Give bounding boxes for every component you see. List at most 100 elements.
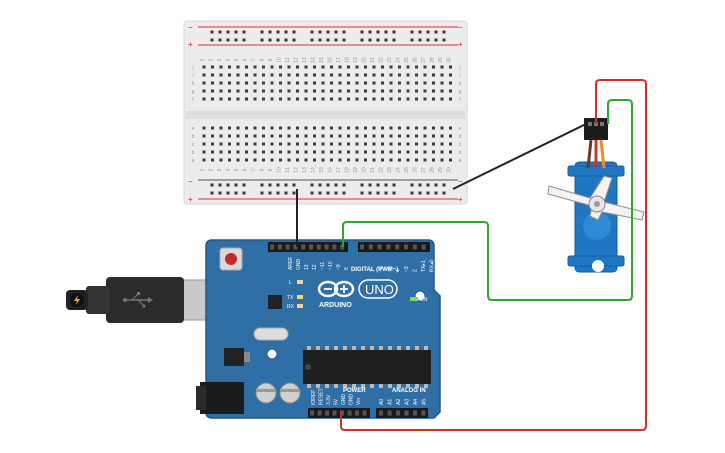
terminal-hole[interactable] bbox=[211, 126, 214, 130]
terminal-hole[interactable] bbox=[253, 158, 257, 162]
terminal-hole[interactable] bbox=[211, 65, 214, 69]
rail-hole[interactable] bbox=[318, 38, 322, 42]
terminal-hole[interactable] bbox=[287, 158, 291, 162]
terminal-hole[interactable] bbox=[347, 150, 350, 154]
rail-hole[interactable] bbox=[318, 191, 322, 195]
terminal-hole[interactable] bbox=[355, 134, 359, 138]
terminal-hole[interactable] bbox=[313, 158, 316, 162]
terminal-hole[interactable] bbox=[211, 97, 214, 101]
terminal-hole[interactable] bbox=[202, 81, 206, 85]
terminal-hole[interactable] bbox=[406, 89, 410, 93]
terminal-hole[interactable] bbox=[338, 150, 342, 154]
terminal-hole[interactable] bbox=[202, 65, 206, 69]
terminal-hole[interactable] bbox=[381, 142, 384, 146]
terminal-hole[interactable] bbox=[253, 73, 257, 77]
terminal-hole[interactable] bbox=[296, 126, 299, 130]
terminal-hole[interactable] bbox=[304, 134, 308, 138]
terminal-hole[interactable] bbox=[355, 158, 359, 162]
top-rail-holes[interactable] bbox=[210, 30, 446, 42]
terminal-hole[interactable] bbox=[423, 134, 427, 138]
rail-hole[interactable] bbox=[376, 30, 380, 34]
terminal-hole[interactable] bbox=[321, 150, 325, 154]
terminal-hole[interactable] bbox=[236, 73, 240, 77]
terminal-hole[interactable] bbox=[253, 126, 257, 130]
terminal-hole[interactable] bbox=[304, 65, 308, 69]
terminal-hole[interactable] bbox=[381, 65, 384, 69]
terminal-hole[interactable] bbox=[347, 73, 350, 77]
terminal-hole[interactable] bbox=[296, 150, 299, 154]
terminal-hole[interactable] bbox=[219, 150, 223, 154]
terminal-hole[interactable] bbox=[347, 65, 350, 69]
terminal-hole[interactable] bbox=[262, 150, 265, 154]
terminal-hole[interactable] bbox=[330, 81, 333, 85]
terminal-hole[interactable] bbox=[330, 73, 333, 77]
header-pin-hole[interactable] bbox=[325, 410, 329, 416]
terminal-hole[interactable] bbox=[304, 97, 308, 101]
header-pin-hole[interactable] bbox=[277, 244, 282, 250]
terminal-hole[interactable] bbox=[449, 89, 452, 93]
rail-hole[interactable] bbox=[260, 38, 264, 42]
header-pin-hole[interactable] bbox=[332, 244, 337, 250]
terminal-hole[interactable] bbox=[364, 81, 367, 85]
terminal-hole[interactable] bbox=[389, 89, 393, 93]
rail-hole[interactable] bbox=[284, 38, 288, 42]
terminal-hole[interactable] bbox=[381, 73, 384, 77]
terminal-hole[interactable] bbox=[449, 134, 452, 138]
terminal-hole[interactable] bbox=[440, 158, 444, 162]
rail-hole[interactable] bbox=[334, 183, 338, 187]
terminal-hole[interactable] bbox=[211, 81, 214, 85]
terminal-hole[interactable] bbox=[330, 65, 333, 69]
rail-hole[interactable] bbox=[284, 183, 288, 187]
header-pin-hole[interactable] bbox=[412, 244, 417, 250]
power-header[interactable] bbox=[308, 408, 370, 418]
terminal-hole[interactable] bbox=[262, 126, 265, 130]
rail-hole[interactable] bbox=[284, 30, 288, 34]
terminal-hole[interactable] bbox=[270, 134, 274, 138]
header-pin-hole[interactable] bbox=[386, 244, 391, 250]
rail-hole[interactable] bbox=[310, 183, 314, 187]
rail-hole[interactable] bbox=[242, 191, 246, 195]
terminal-hole[interactable] bbox=[440, 126, 444, 130]
rail-hole[interactable] bbox=[242, 30, 246, 34]
terminal-hole[interactable] bbox=[245, 150, 248, 154]
terminal-hole[interactable] bbox=[279, 97, 282, 101]
header-pin-hole[interactable] bbox=[368, 244, 373, 250]
terminal-hole[interactable] bbox=[432, 73, 435, 77]
terminal-hole[interactable] bbox=[449, 65, 452, 69]
terminal-hole[interactable] bbox=[245, 81, 248, 85]
terminal-hole[interactable] bbox=[423, 126, 427, 130]
terminal-hole[interactable] bbox=[321, 73, 325, 77]
terminal-hole[interactable] bbox=[270, 150, 274, 154]
rail-hole[interactable] bbox=[376, 38, 380, 42]
rail-hole[interactable] bbox=[376, 183, 380, 187]
terminal-hole[interactable] bbox=[253, 142, 257, 146]
terminal-hole[interactable] bbox=[372, 65, 376, 69]
terminal-hole[interactable] bbox=[440, 65, 444, 69]
terminal-hole[interactable] bbox=[398, 150, 401, 154]
terminal-hole[interactable] bbox=[270, 142, 274, 146]
terminal-hole[interactable] bbox=[253, 134, 257, 138]
bottom-rail-holes[interactable] bbox=[210, 183, 446, 195]
terminal-hole[interactable] bbox=[245, 65, 248, 69]
header-pin-hole[interactable] bbox=[324, 244, 329, 250]
terminal-hole[interactable] bbox=[245, 158, 248, 162]
terminal-hole[interactable] bbox=[321, 126, 325, 130]
terminal-hole[interactable] bbox=[440, 73, 444, 77]
terminal-hole[interactable] bbox=[355, 81, 359, 85]
rail-hole[interactable] bbox=[276, 30, 280, 34]
rail-hole[interactable] bbox=[268, 38, 272, 42]
terminal-hole[interactable] bbox=[364, 89, 367, 93]
terminal-hole[interactable] bbox=[440, 150, 444, 154]
terminal-hole[interactable] bbox=[389, 142, 393, 146]
terminal-hole[interactable] bbox=[389, 97, 393, 101]
terminal-hole[interactable] bbox=[321, 81, 325, 85]
terminal-hole[interactable] bbox=[398, 126, 401, 130]
terminal-hole[interactable] bbox=[228, 65, 231, 69]
terminal-hole[interactable] bbox=[372, 97, 376, 101]
header-pin-hole[interactable] bbox=[355, 410, 359, 416]
terminal-hole[interactable] bbox=[355, 73, 359, 77]
terminal-hole[interactable] bbox=[228, 97, 231, 101]
terminal-hole[interactable] bbox=[415, 126, 418, 130]
terminal-hole[interactable] bbox=[355, 126, 359, 130]
